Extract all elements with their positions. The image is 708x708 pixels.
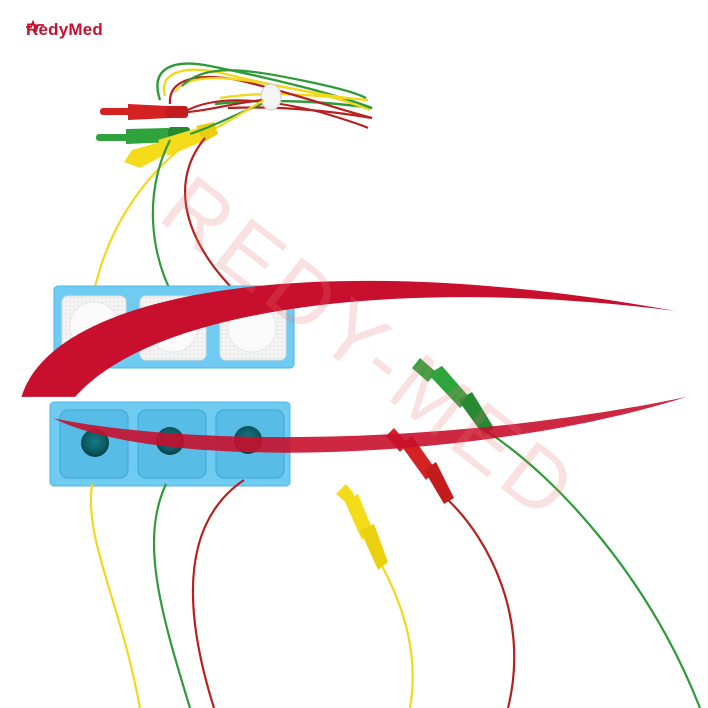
heartbeat-icon <box>26 20 44 32</box>
electrode-strip-bottom <box>49 401 291 487</box>
wire-bundle <box>156 62 373 129</box>
logo-word-left: Redy <box>26 20 69 39</box>
plug-green-loose <box>412 358 494 436</box>
cable-clip <box>260 83 282 111</box>
plug-yellow-top <box>124 122 218 168</box>
plug-red-top <box>100 104 188 120</box>
logo-word-right: Med <box>68 20 103 39</box>
plug-yellow-loose <box>336 484 388 570</box>
